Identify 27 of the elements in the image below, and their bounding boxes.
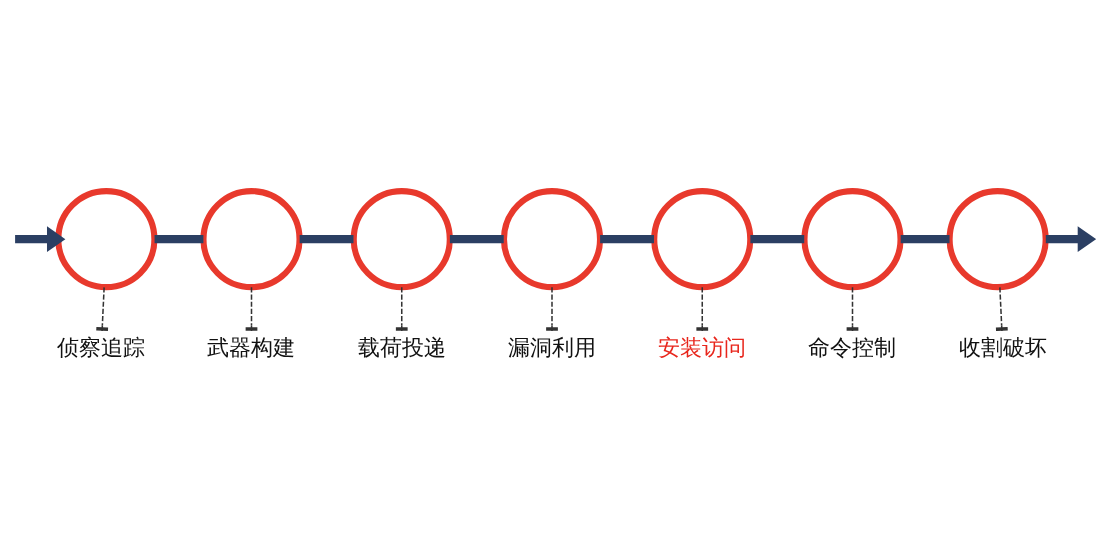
node-text: 载荷投递 (357, 334, 446, 361)
node-circle (801, 188, 904, 291)
connector (96, 286, 109, 332)
arrow (1045, 226, 1096, 252)
connector (900, 235, 950, 244)
arrow (15, 226, 66, 252)
connector (154, 235, 204, 244)
node-circle (200, 188, 303, 291)
connector (299, 235, 354, 244)
node-circle (651, 188, 754, 291)
node-circle (55, 188, 158, 291)
node-text: 收割破坏 (958, 334, 1047, 361)
node-circle (350, 188, 453, 291)
connector (750, 235, 805, 244)
connector (395, 286, 408, 332)
connector (546, 286, 558, 332)
connector (995, 286, 1008, 332)
node-text: 安装访问 (658, 335, 747, 361)
connector (600, 235, 654, 244)
node-text: 侦察追踪 (57, 334, 146, 361)
node-circle (946, 188, 1049, 291)
connector (696, 286, 709, 332)
node-text: 武器构建 (207, 334, 296, 361)
connector (449, 235, 504, 244)
node-text: 漏洞利用 (508, 334, 596, 361)
node-text: 命令控制 (808, 334, 897, 361)
node-circle (500, 188, 604, 291)
